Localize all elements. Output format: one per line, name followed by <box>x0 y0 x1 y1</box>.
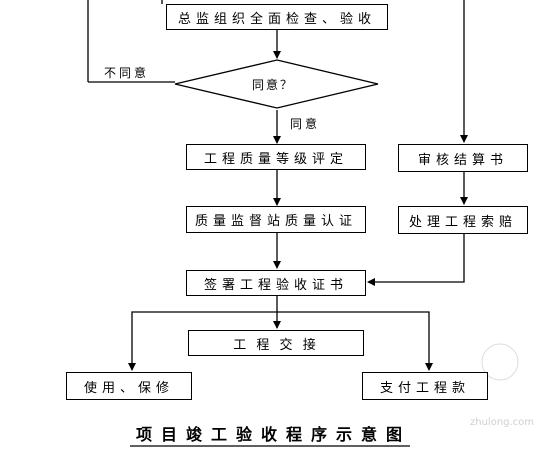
handover-box: 工 程 交 接 <box>188 330 364 356</box>
cert-box: 质量监督站质量认证 <box>186 206 366 233</box>
pay-box: 支付工程款 <box>362 372 488 400</box>
watermark-logo <box>481 343 519 381</box>
sign-box: 签署工程验收证书 <box>186 270 366 296</box>
audit-box: 审核结算书 <box>398 144 528 172</box>
disagree-label: 不同意 <box>104 66 150 80</box>
diagram-title: 项目竣工验收程序示意图 <box>136 425 412 444</box>
use-box: 使用、保修 <box>66 372 192 400</box>
agree-label: 同意 <box>290 117 321 131</box>
decision-diamond <box>174 59 379 109</box>
grade-box: 工程质量等级评定 <box>186 144 366 170</box>
inspect-box: 总监组织全面检查、验收 <box>166 4 388 30</box>
arrow-branch-use <box>128 311 277 371</box>
claim-box: 处理工程索赔 <box>398 206 528 234</box>
arrow-claim-sign <box>367 234 465 286</box>
watermark-text: zhulong.com <box>470 417 535 428</box>
arrow-branch-pay <box>277 311 433 371</box>
decision-label: 同意？ <box>252 78 295 92</box>
